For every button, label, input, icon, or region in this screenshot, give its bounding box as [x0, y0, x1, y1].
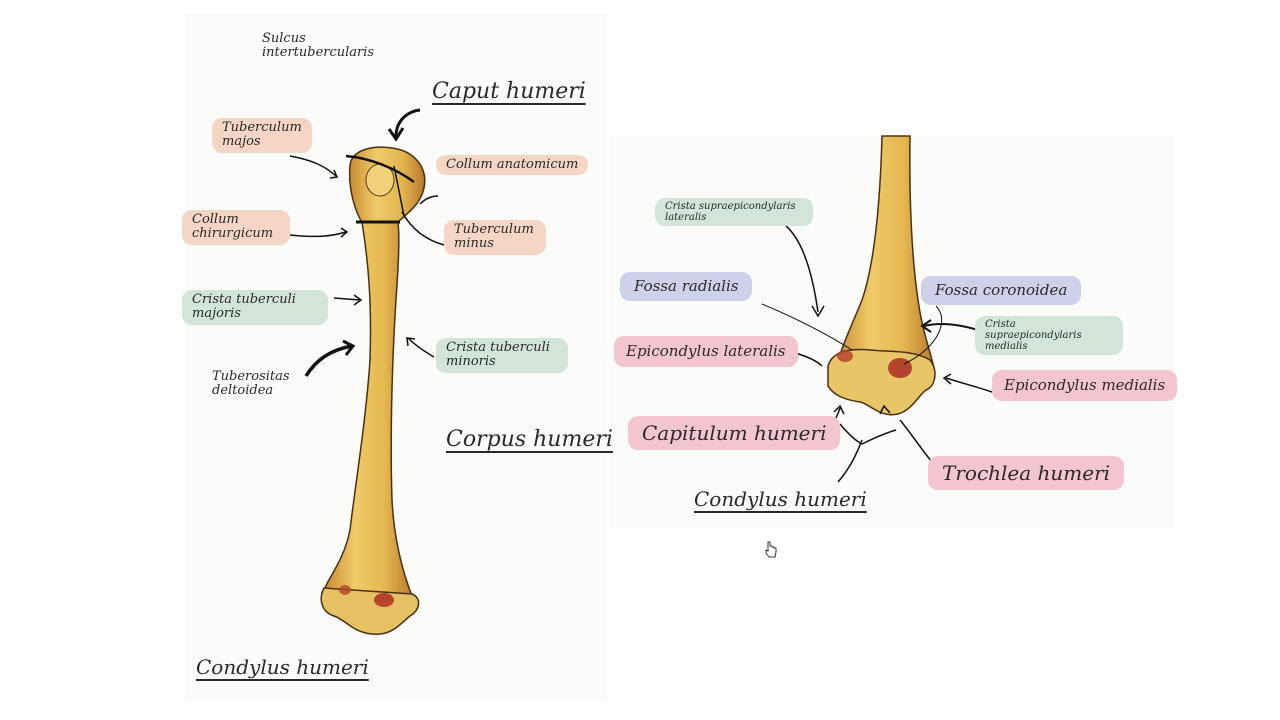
label-tuberculum-majus: Tuberculum majos	[212, 118, 312, 153]
label-sulcus-intertubercularis: Sulcus intertubercularis	[262, 31, 375, 61]
label-tuberculum-minus: Tuberculum minus	[444, 220, 546, 255]
label-crista-supraepicondylaris-medialis: Crista supraepicondylaris medialis	[975, 316, 1123, 355]
label-condylus-humeri-right: Condylus humeri	[694, 487, 867, 511]
label-collum-chirurgicum: Collum chirurgicum	[182, 210, 290, 245]
condylus-shape	[320, 587, 420, 635]
label-trochlea-humeri: Trochlea humeri	[928, 456, 1125, 490]
label-caput-humeri: Caput humeri	[432, 79, 586, 104]
label-fossa-radialis: Fossa radialis	[620, 272, 753, 301]
label-crista-tuberculi-minoris: Crista tuberculi minoris	[436, 338, 568, 373]
label-epicondylus-medialis: Epicondylus medialis	[992, 370, 1178, 401]
label-epicondylus-lateralis: Epicondylus lateralis	[614, 336, 798, 367]
label-condylus-humeri-left: Condylus humeri	[196, 655, 369, 679]
label-corpus-humeri: Corpus humeri	[446, 427, 613, 452]
left-humerus	[289, 108, 445, 635]
label-collum-anatomicum: Collum anatomicum	[436, 155, 589, 176]
distal-shaft	[835, 135, 935, 369]
corpus-shape	[322, 221, 414, 597]
label-capitulum-humeri: Capitulum humeri	[628, 416, 841, 450]
label-tuberositas-deltoidea: Tuberositas deltoidea	[212, 369, 290, 399]
label-crista-tuberculi-majoris: Crista tuberculi majoris	[182, 290, 328, 325]
label-fossa-coronoidea: Fossa coronoidea	[921, 276, 1082, 305]
label-crista-supraepicondylaris-lateralis: Crista supraepicondylaris lateralis	[655, 198, 813, 226]
hand-cursor-icon	[765, 541, 777, 558]
right-humerus	[761, 135, 993, 483]
